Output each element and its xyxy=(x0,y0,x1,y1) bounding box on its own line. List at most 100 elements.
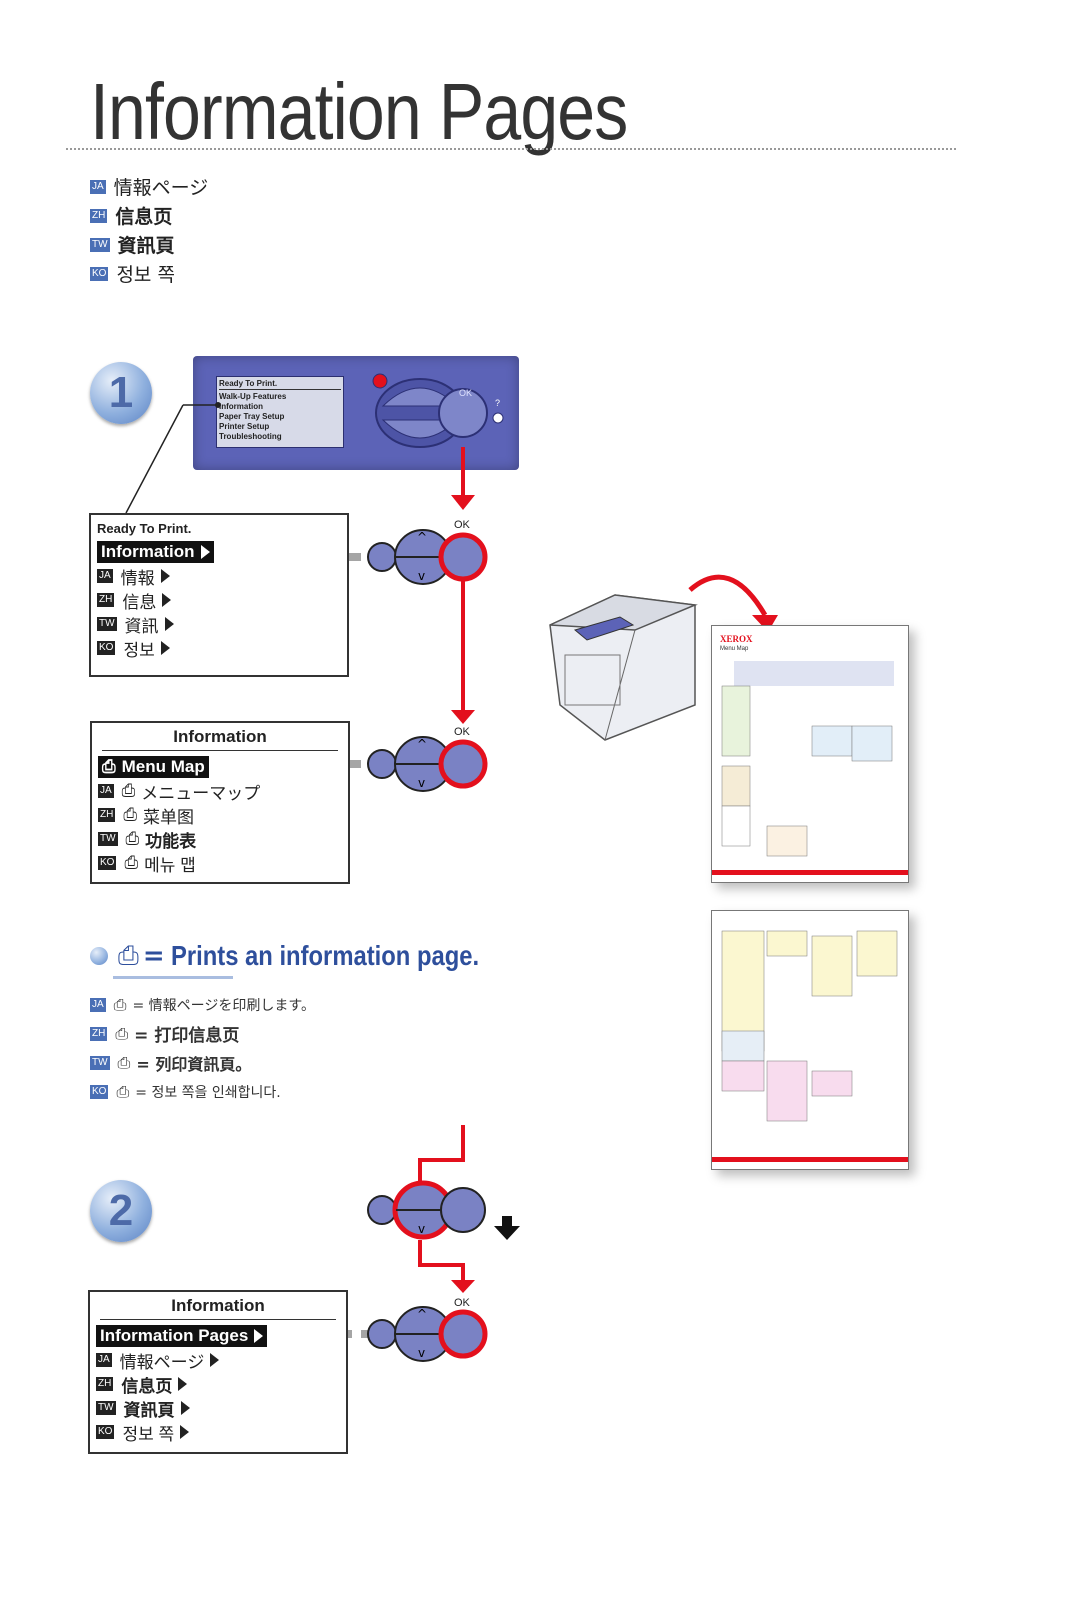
help-button[interactable] xyxy=(492,412,504,424)
lcd-line: Ready To Print. xyxy=(219,379,341,390)
menu-item[interactable]: ZH ⎙ 菜单图 xyxy=(92,803,348,827)
lcd-line: Walk-Up Features xyxy=(219,392,287,401)
back-button[interactable] xyxy=(367,1319,397,1349)
lang-tag: JA xyxy=(96,1353,112,1367)
menu-item-label: 情報 xyxy=(120,568,155,588)
nav-button-group: v xyxy=(367,1180,486,1240)
lang-tag: ZH xyxy=(90,1026,108,1041)
ok-button[interactable] xyxy=(438,739,488,789)
menu-item-label: 信息页 xyxy=(121,1376,173,1396)
ok-button[interactable] xyxy=(440,1187,486,1233)
arrow-right-icon xyxy=(164,617,174,631)
red-curved-arrow xyxy=(688,574,768,617)
ok-label: OK xyxy=(459,388,472,398)
down-chevron-icon: v xyxy=(418,1222,425,1236)
up-chevron-icon: ^ xyxy=(417,1307,427,1321)
menu-map-diagram xyxy=(712,661,908,875)
red-arrow xyxy=(418,1240,465,1282)
callout-line xyxy=(125,404,184,514)
red-arrow-head xyxy=(451,495,475,510)
lang-tag: TW xyxy=(96,1401,116,1415)
menu-item-selected[interactable]: Information xyxy=(91,540,347,564)
lcd-line: Information xyxy=(219,402,263,411)
lang-tag: KO xyxy=(98,856,117,870)
menu-item[interactable]: ZH 信息页 xyxy=(90,1372,346,1396)
translation-text: 정보 쪽 xyxy=(116,264,175,286)
note-text: = 列印資訊頁。 xyxy=(136,1054,252,1074)
arrow-right-icon xyxy=(210,1353,220,1367)
arrow-right-icon xyxy=(178,1377,188,1391)
lang-tag: TW xyxy=(90,237,110,252)
lcd-line: Troubleshooting xyxy=(219,432,282,441)
lang-tag: TW xyxy=(98,832,118,846)
menu-item-label: 資訊 xyxy=(124,616,159,636)
screen-header: Information xyxy=(102,723,338,751)
up-chevron-icon: ^ xyxy=(417,530,427,544)
menu-item-label: 功能表 xyxy=(145,831,197,851)
menu-item-selected[interactable]: Information Pages xyxy=(90,1324,346,1348)
menu-item-label: Information xyxy=(101,542,195,561)
ok-button[interactable] xyxy=(438,532,488,582)
menu-item-label: Menu Map xyxy=(121,757,205,776)
menu-item-label: 信息 xyxy=(122,592,157,612)
lang-tag: KO xyxy=(90,266,109,281)
menu-item-label: 情報ページ xyxy=(119,1352,205,1372)
nav-button-group: ^ v xyxy=(367,736,488,792)
red-arrow-head xyxy=(451,1280,475,1293)
menu-item[interactable]: JA⎙メニューマップ xyxy=(92,779,348,803)
lcd-line: Paper Tray Setup xyxy=(219,412,285,421)
screen-ready-to-print: Ready To Print. Information JA 情報 ZH 信息 TW… xyxy=(89,513,349,677)
lang-tag: JA xyxy=(97,569,113,583)
note-row: TW⎙= 列印資訊頁。 xyxy=(90,1048,315,1077)
printer-icon: ⎙ xyxy=(116,1081,130,1101)
underline-divider xyxy=(113,976,233,979)
lang-tag: ZH xyxy=(98,808,116,822)
menu-item[interactable]: KO 정보 xyxy=(91,636,347,660)
lang-tag: JA xyxy=(90,997,106,1012)
lang-tag: ZH xyxy=(97,593,115,607)
ok-button[interactable] xyxy=(438,1309,488,1359)
back-button[interactable] xyxy=(367,749,397,779)
lang-tag: KO xyxy=(90,1084,109,1099)
control-panel-buttons: OK ? xyxy=(372,373,504,448)
down-chevron-icon: v xyxy=(418,569,425,583)
information-sheet xyxy=(711,910,909,1170)
screen-information: Information ⎙Menu Map JA⎙メニューマップ ZH⎙菜单图 … xyxy=(90,721,350,884)
menu-item[interactable]: ZH 信息 xyxy=(91,588,347,612)
back-button[interactable] xyxy=(367,542,397,572)
lang-tag: ZH xyxy=(96,1377,114,1391)
back-button[interactable] xyxy=(367,1195,397,1225)
screen-header: Ready To Print. xyxy=(97,521,192,536)
ok-button[interactable] xyxy=(438,388,488,438)
cancel-button[interactable] xyxy=(372,373,388,389)
menu-item[interactable]: TW ⎙ 功能表 xyxy=(92,827,348,851)
down-arrow-icon xyxy=(494,1216,520,1240)
arrow-right-icon xyxy=(162,593,172,607)
lang-tag: KO xyxy=(96,1425,115,1439)
lang-tag: KO xyxy=(97,641,116,655)
printer-icon: ⎙ xyxy=(123,805,137,824)
step-1-badge: 1 xyxy=(90,362,152,424)
menu-item[interactable]: JA 情報 xyxy=(91,564,347,588)
prints-note-translations: JA⎙= 情報ページを印刷します。 ZH⎙= 打印信息页 TW⎙= 列印資訊頁。… xyxy=(90,990,315,1106)
printer-icon: ⎙ xyxy=(125,829,140,848)
arrow-right-icon xyxy=(160,569,170,583)
menu-item-label: 정보 xyxy=(123,640,155,660)
menu-item-label: 菜单图 xyxy=(142,807,194,827)
menu-item[interactable]: JA 情報ページ xyxy=(90,1348,346,1372)
down-chevron-icon: v xyxy=(418,776,425,790)
red-arrow-head xyxy=(752,615,778,632)
red-arrow xyxy=(418,1125,465,1200)
help-label: ? xyxy=(495,398,500,408)
lang-tag: TW xyxy=(97,617,117,631)
menu-item[interactable]: TW 資訊 xyxy=(91,612,347,636)
arrow-right-icon xyxy=(254,1329,264,1343)
menu-item[interactable]: KO⎙메뉴 맵 xyxy=(92,851,348,875)
note-text: = 정보 쪽을 인쇄합니다. xyxy=(135,1084,281,1101)
translation-text: 情報ページ xyxy=(113,177,209,199)
menu-item-selected[interactable]: ⎙Menu Map xyxy=(92,755,348,779)
